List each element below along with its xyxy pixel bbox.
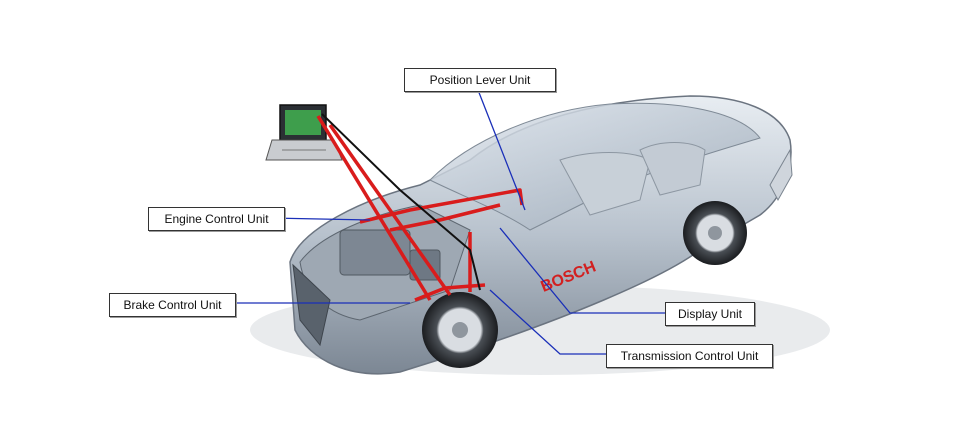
front-grille [292, 263, 331, 347]
rear-wheel-hub [708, 226, 722, 240]
laptop-icon [265, 104, 343, 161]
label-transmission-control-unit: Transmission Control Unit [606, 344, 773, 368]
leader-lines [221, 89, 665, 355]
car-interior [559, 152, 651, 216]
label-engine-control-unit: Engine Control Unit [148, 207, 285, 231]
front-wheel-hub [452, 322, 468, 338]
label-display-unit: Display Unit [665, 302, 755, 326]
leader-display [499, 227, 665, 314]
leader-engine [269, 217, 371, 221]
leader-transmission [489, 289, 606, 355]
signal-wires [316, 115, 524, 302]
label-brake-control-unit: Brake Control Unit [109, 293, 236, 317]
leader-position [477, 89, 526, 211]
label-position-lever-unit: Position Lever Unit [404, 68, 556, 92]
data-cable [321, 113, 481, 291]
rear-light [769, 148, 793, 202]
car-seat [639, 142, 706, 196]
